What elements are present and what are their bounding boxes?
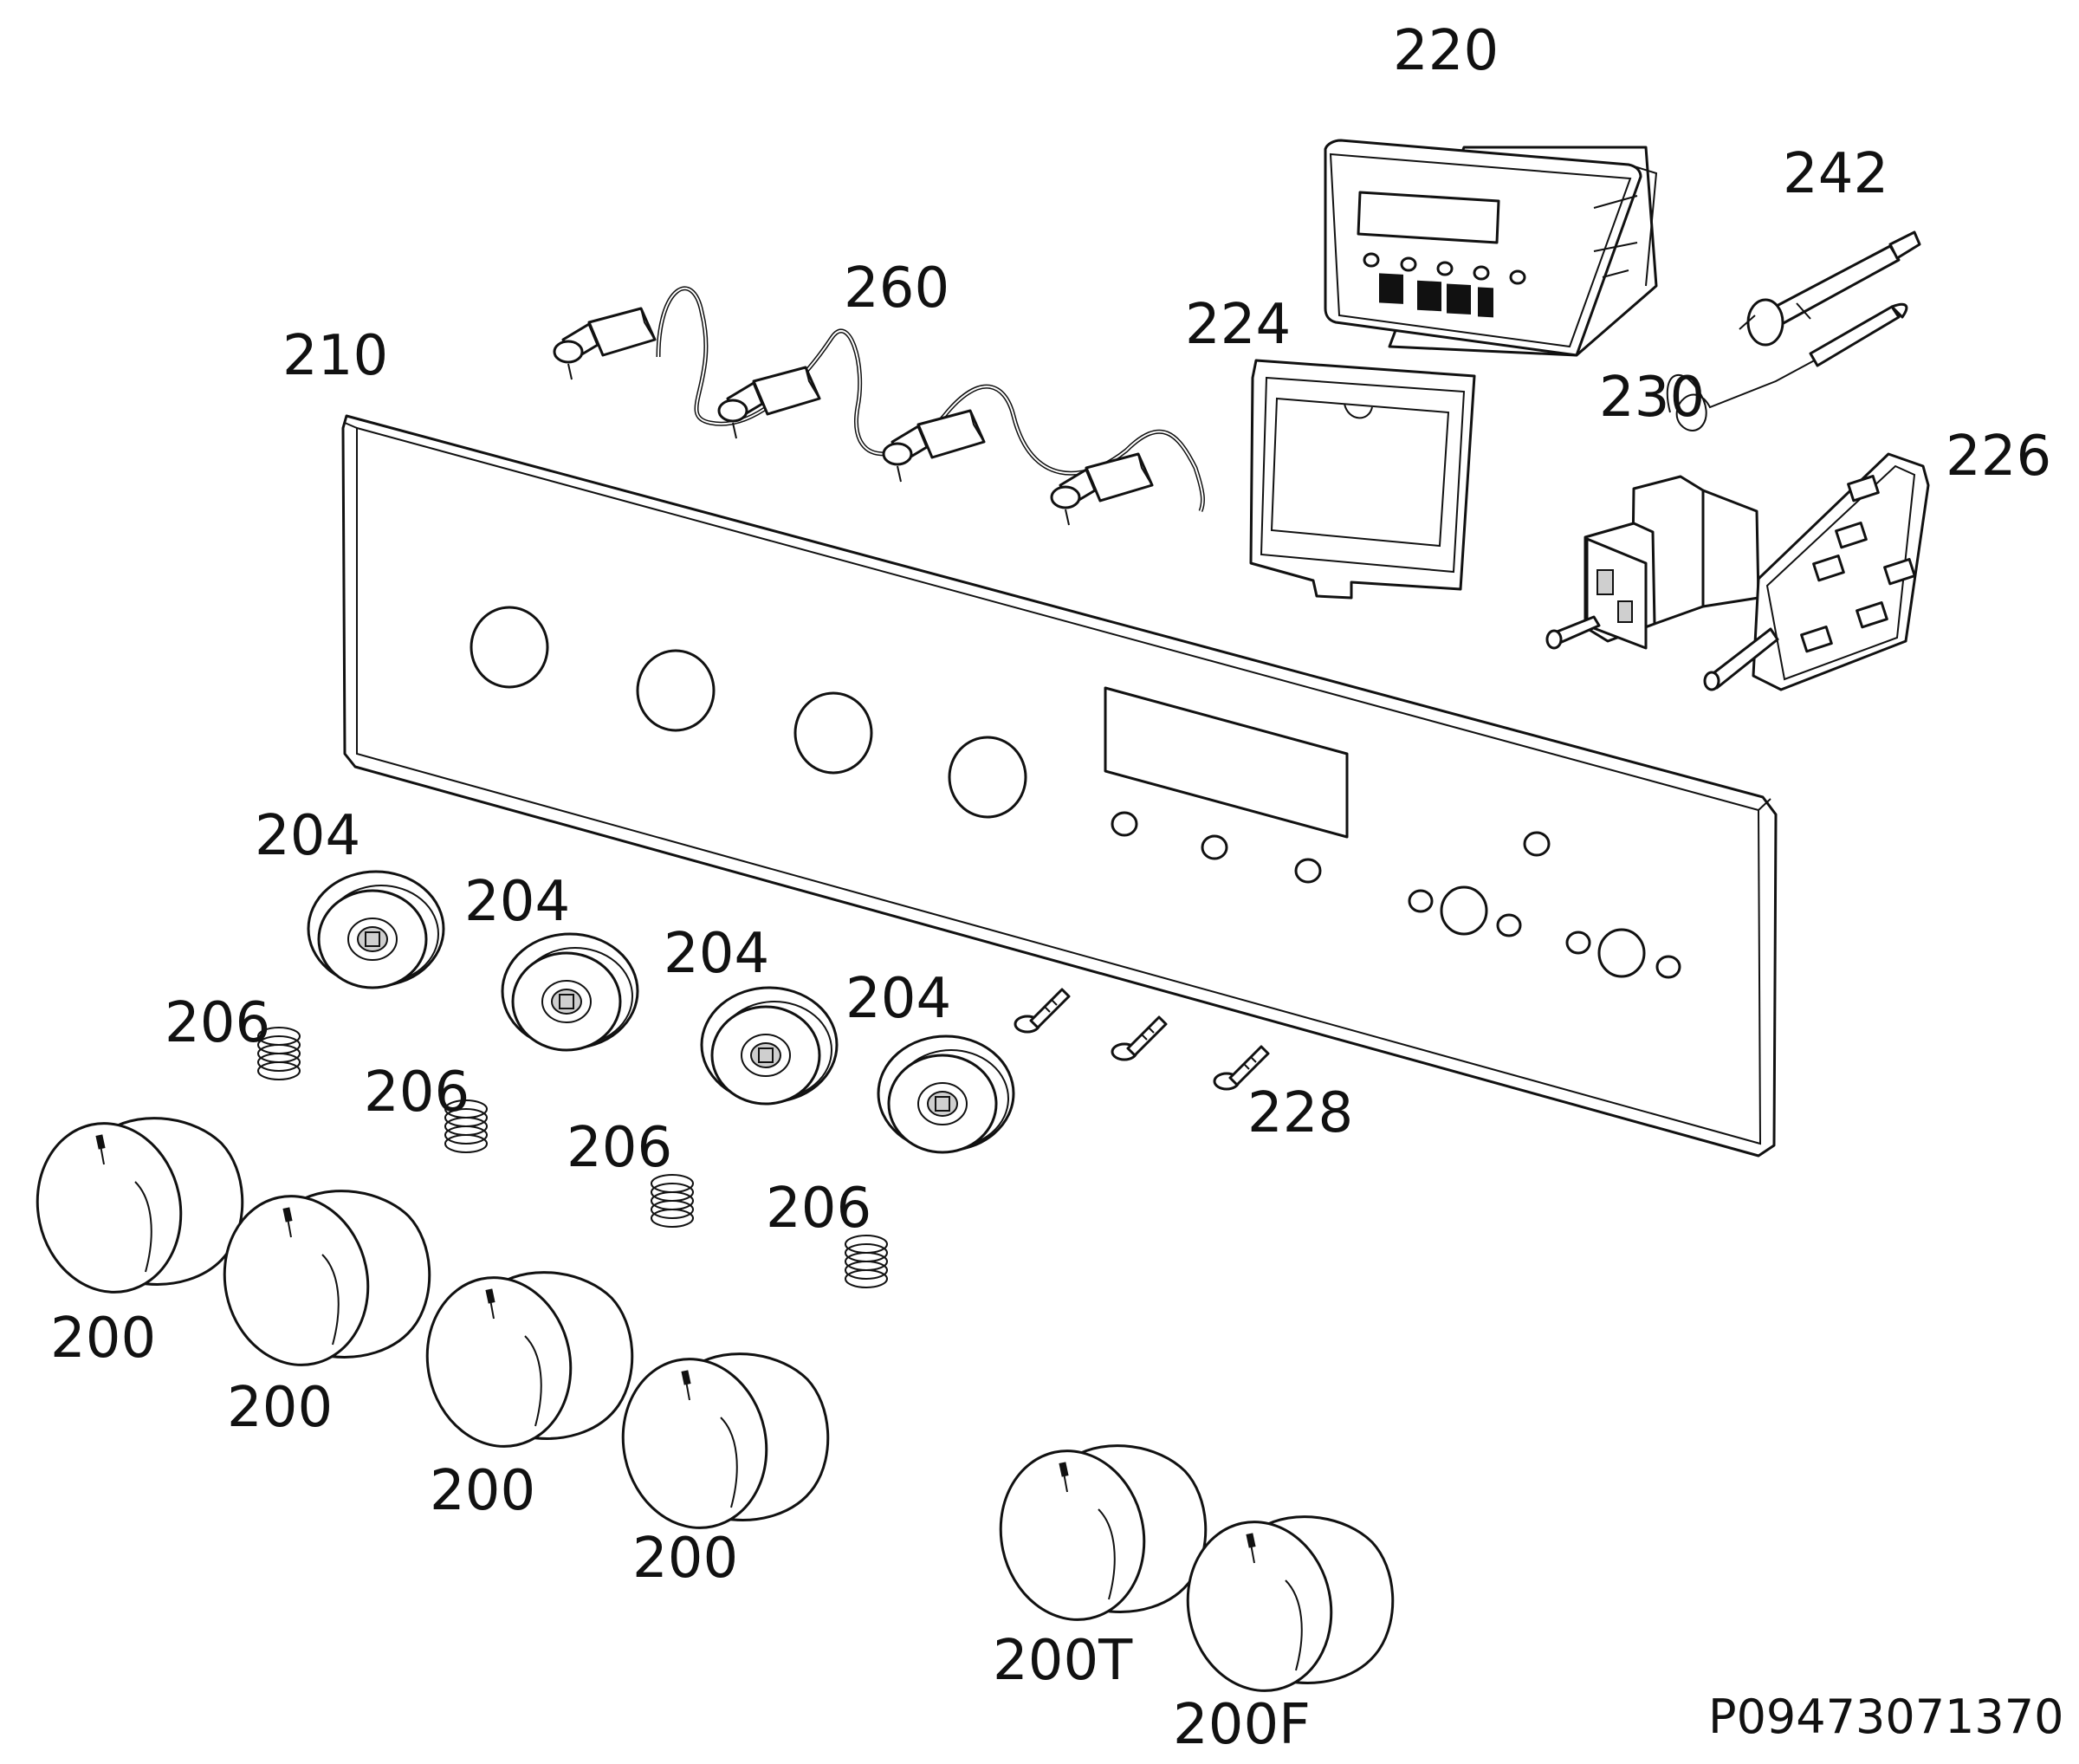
bezel-3 (700, 986, 839, 1106)
bezel-2 (501, 932, 639, 1052)
label-knob-1: 200 (50, 1307, 156, 1371)
screw-1 (1014, 988, 1071, 1034)
indicator-lamp (1739, 230, 1921, 347)
label-switches: 260 (844, 256, 949, 321)
label-knob-2: 200 (227, 1376, 333, 1440)
label-bezel-2: 204 (464, 870, 570, 934)
thermostat (1545, 302, 1908, 650)
switch-assembly (553, 286, 1205, 527)
label-spring-2: 206 (364, 1060, 470, 1125)
label-spring-1: 206 (165, 991, 270, 1055)
label-thermostat: 230 (1599, 366, 1705, 430)
function-selector (1703, 452, 1930, 691)
spring-4 (845, 1235, 888, 1288)
label-bezel-4: 204 (845, 967, 951, 1031)
knob-3 (410, 1262, 634, 1462)
display-bracket (1249, 359, 1476, 600)
label-lamp: 242 (1783, 142, 1888, 206)
control-panel (341, 414, 1778, 1158)
bezel-4 (877, 1034, 1015, 1154)
bezel-1 (307, 870, 445, 989)
knob-4 (606, 1344, 830, 1543)
screw-2 (1111, 1015, 1168, 1061)
knob-200t (983, 1436, 1208, 1635)
diagram-code: P09473071370 (1708, 1689, 2063, 1744)
label-knob-200f: 200F (1173, 1693, 1311, 1757)
label-knob-200t: 200T (993, 1629, 1133, 1693)
label-screw: 228 (1247, 1081, 1353, 1145)
digital-timer (1324, 139, 1658, 357)
label-bezel-1: 204 (255, 804, 360, 868)
label-timer: 220 (1393, 19, 1499, 83)
spring-3 (651, 1174, 694, 1228)
label-spring-4: 206 (766, 1177, 871, 1241)
label-spring-3: 206 (567, 1116, 672, 1180)
label-panel: 210 (282, 324, 388, 388)
label-knob-3: 200 (430, 1459, 535, 1523)
label-bracket: 224 (1185, 293, 1291, 357)
label-bezel-3: 204 (664, 922, 769, 986)
knob-1 (20, 1108, 244, 1307)
label-selector: 226 (1946, 425, 2051, 489)
label-knob-4: 200 (632, 1527, 738, 1591)
